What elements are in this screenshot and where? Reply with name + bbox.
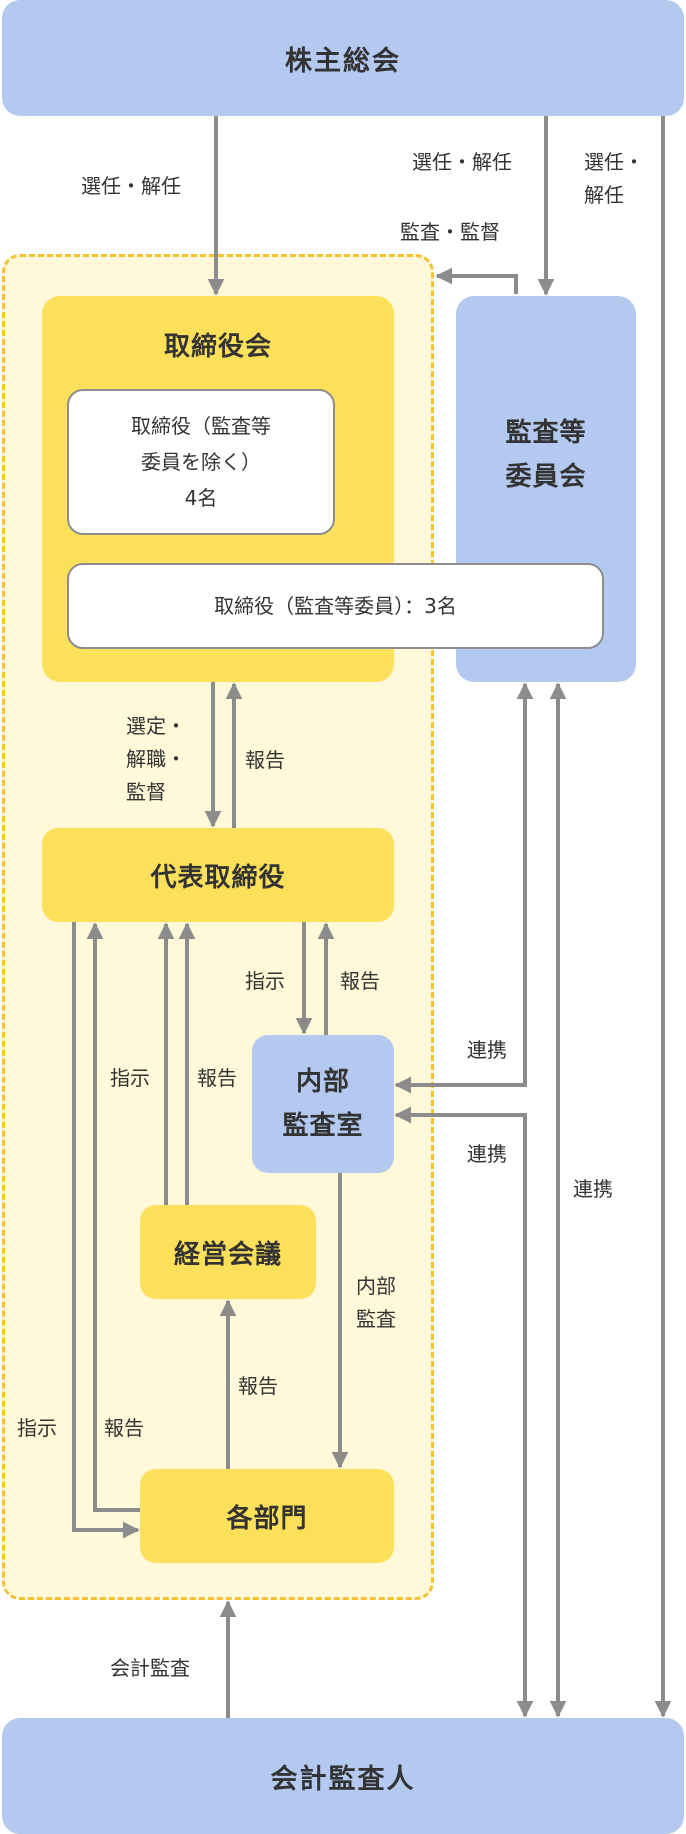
label-instruct-mgmt: 指示	[110, 1062, 150, 1095]
audit-committee-label-line2: 委員会	[505, 462, 587, 492]
label-elect-dismiss-left: 選任・解任	[81, 170, 181, 203]
arrow-departments-to-representative	[86, 922, 140, 1512]
arrow-audit-committee-internal-audit-link	[394, 682, 534, 1094]
label-instruct-depts-text: 指示	[17, 1416, 57, 1440]
label-elect-dismiss-left-text: 選任・解任	[81, 174, 181, 198]
label-appoint-line3: 監督	[126, 780, 166, 804]
label-elect-dismiss-right-line2: 解任	[584, 183, 624, 207]
label-report-depts-left-text: 報告	[104, 1416, 144, 1440]
label-appoint-line1: 選定・	[126, 714, 186, 738]
arrow-audit-committee-to-company	[435, 267, 518, 294]
arrow-accounting-auditor-internal-audit-link	[394, 1106, 534, 1718]
shareholders-meeting-box: 株主総会	[2, 0, 684, 116]
label-report-board-text: 報告	[245, 748, 285, 772]
label-cooperate-1-text: 連携	[467, 1038, 507, 1062]
representative-director-label: 代表取締役	[150, 862, 286, 893]
label-appoint-line2: 解職・	[126, 747, 186, 771]
label-report-internal-text: 報告	[340, 969, 380, 993]
internal-audit-office-line1: 内部	[295, 1067, 350, 1097]
label-report-internal: 報告	[340, 965, 380, 998]
label-instruct-internal-text: 指示	[245, 969, 285, 993]
label-internal-audit-line1: 内部	[356, 1274, 396, 1298]
label-instruct-internal: 指示	[245, 965, 285, 998]
label-appoint-dismiss-supervise: 選定・ 解職・ 監督	[126, 710, 186, 809]
audit-committee-label-line1: 監査等	[505, 418, 587, 448]
audit-committee-directors-box: 取締役（監査等委員）：3名	[67, 563, 604, 649]
label-cooperate-3-text: 連携	[573, 1177, 613, 1201]
label-report-mgmt-text: 報告	[197, 1066, 237, 1090]
label-elect-dismiss-right-line1: 選任・	[584, 150, 644, 174]
departments-label: 各部門	[226, 1503, 308, 1534]
label-instruct-depts: 指示	[17, 1412, 57, 1445]
label-report-mgmt: 報告	[197, 1062, 237, 1095]
representative-director-box: 代表取締役	[42, 828, 394, 922]
internal-audit-office-box: 内部 監査室	[252, 1035, 394, 1173]
label-instruct-mgmt-text: 指示	[110, 1066, 150, 1090]
audit-committee-directors-label: 取締役（監査等委員）：3名	[214, 594, 457, 618]
label-internal-audit: 内部 監査	[356, 1270, 396, 1336]
board-of-directors-label: 取締役会	[163, 332, 272, 362]
label-accounting-audit: 会計監査	[110, 1652, 190, 1685]
management-meeting-label: 経営会議	[173, 1239, 282, 1270]
label-report-depts-text: 報告	[238, 1374, 278, 1398]
label-cooperate-2: 連携	[467, 1138, 507, 1171]
accounting-auditor-label: 会計監査人	[270, 1763, 416, 1795]
label-elect-dismiss-mid: 選任・解任	[412, 146, 512, 179]
label-report-depts-left: 報告	[104, 1412, 144, 1445]
label-cooperate-2-text: 連携	[467, 1142, 507, 1166]
management-meeting-box: 経営会議	[140, 1205, 316, 1299]
accounting-auditor-box: 会計監査人	[2, 1718, 684, 1834]
directors-excluding-audit-line3: 4名	[184, 486, 218, 510]
label-cooperate-1: 連携	[467, 1034, 507, 1067]
directors-excluding-audit-line2: 委員を除く）	[141, 450, 261, 474]
label-cooperate-3: 連携	[573, 1173, 613, 1206]
directors-excluding-audit-line1: 取締役（監査等	[131, 414, 271, 438]
arrow-representative-to-departments	[72, 922, 140, 1539]
label-accounting-audit-text: 会計監査	[110, 1656, 190, 1680]
internal-audit-office-line2: 監査室	[282, 1111, 364, 1141]
label-report-board: 報告	[245, 744, 285, 777]
shareholders-meeting-label: 株主総会	[285, 45, 401, 77]
departments-box: 各部門	[140, 1469, 394, 1563]
label-internal-audit-line2: 監査	[356, 1307, 396, 1331]
label-elect-dismiss-mid-text: 選任・解任	[412, 150, 512, 174]
label-audit-supervise: 監査・監督	[400, 216, 500, 249]
label-elect-dismiss-right: 選任・ 解任	[584, 146, 644, 212]
label-report-depts: 報告	[238, 1370, 278, 1403]
directors-excluding-audit-box: 取締役（監査等 委員を除く） 4名	[67, 389, 335, 535]
label-audit-supervise-text: 監査・監督	[400, 220, 500, 244]
